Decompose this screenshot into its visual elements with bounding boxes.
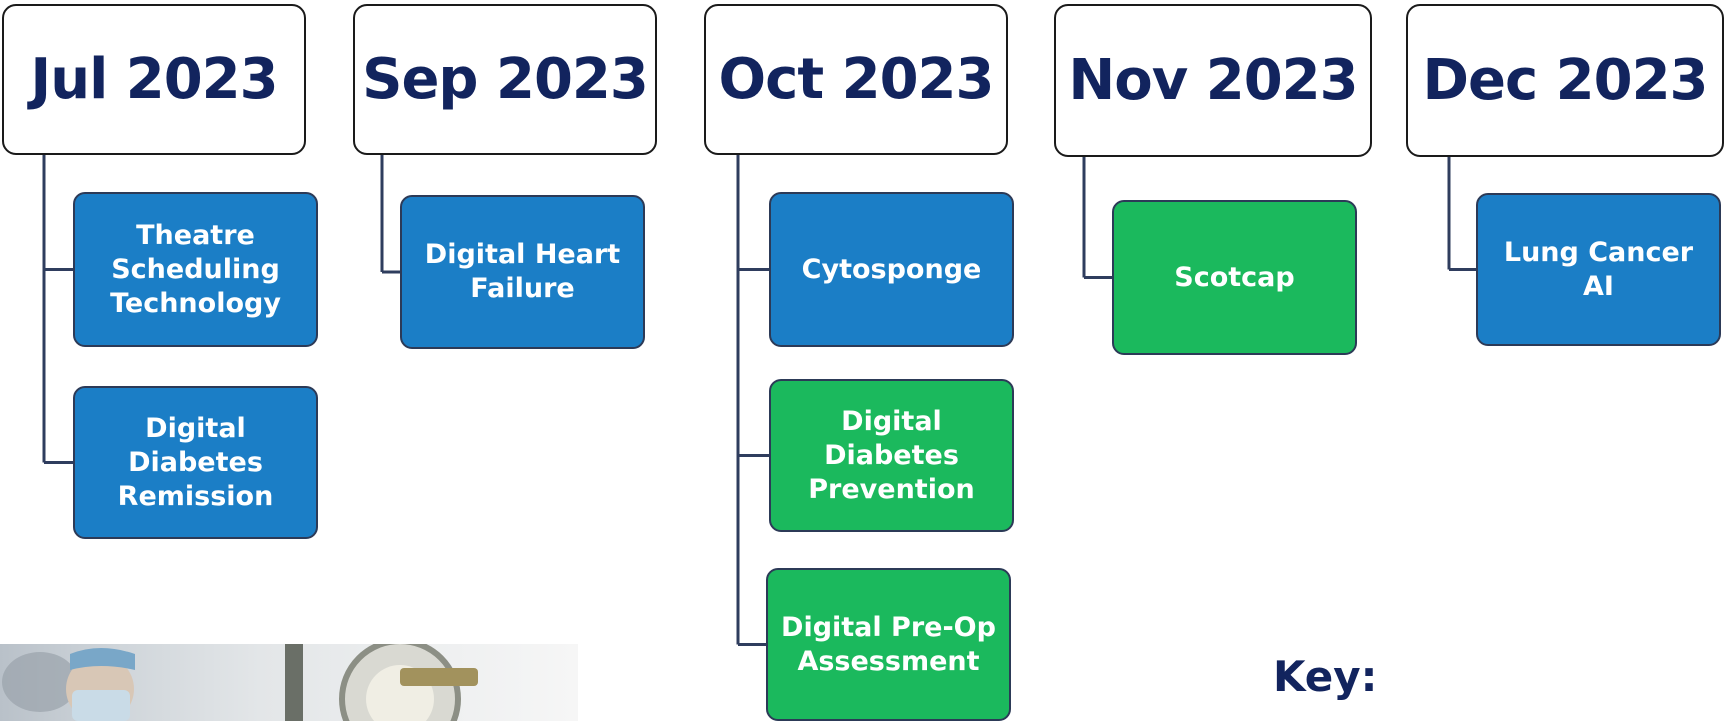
photo-arm-shape <box>285 644 303 721</box>
month-header-dec-2023: Dec 2023 <box>1406 4 1724 157</box>
project-digital-pre-op-assessment: Digital Pre-Op Assessment <box>766 568 1011 721</box>
project-digital-diabetes-remission: Digital Diabetes Remission <box>73 386 318 539</box>
month-header-oct-2023: Oct 2023 <box>704 4 1008 155</box>
surgical-tool-shape <box>400 668 478 686</box>
month-header-nov-2023: Nov 2023 <box>1054 4 1372 157</box>
month-header-sep-2023: Sep 2023 <box>353 4 657 155</box>
surgical-mask-shape <box>72 690 130 721</box>
surgery-photo-graphic <box>2 644 478 721</box>
project-digital-diabetes-prevention: Digital Diabetes Prevention <box>769 379 1014 532</box>
key-label: Key: <box>1273 652 1378 701</box>
project-scotcap: Scotcap <box>1112 200 1357 355</box>
project-cytosponge: Cytosponge <box>769 192 1014 347</box>
project-digital-heart-failure: Digital Heart Failure <box>400 195 645 349</box>
photo-shape-left <box>2 652 78 712</box>
month-header-jul-2023: Jul 2023 <box>2 4 306 155</box>
surgery-photo <box>0 644 578 721</box>
project-theatre-scheduling-technology: Theatre Scheduling Technology <box>73 192 318 347</box>
surgical-cap-shape <box>70 648 135 670</box>
project-lung-cancer-ai: Lung Cancer AI <box>1476 193 1721 346</box>
